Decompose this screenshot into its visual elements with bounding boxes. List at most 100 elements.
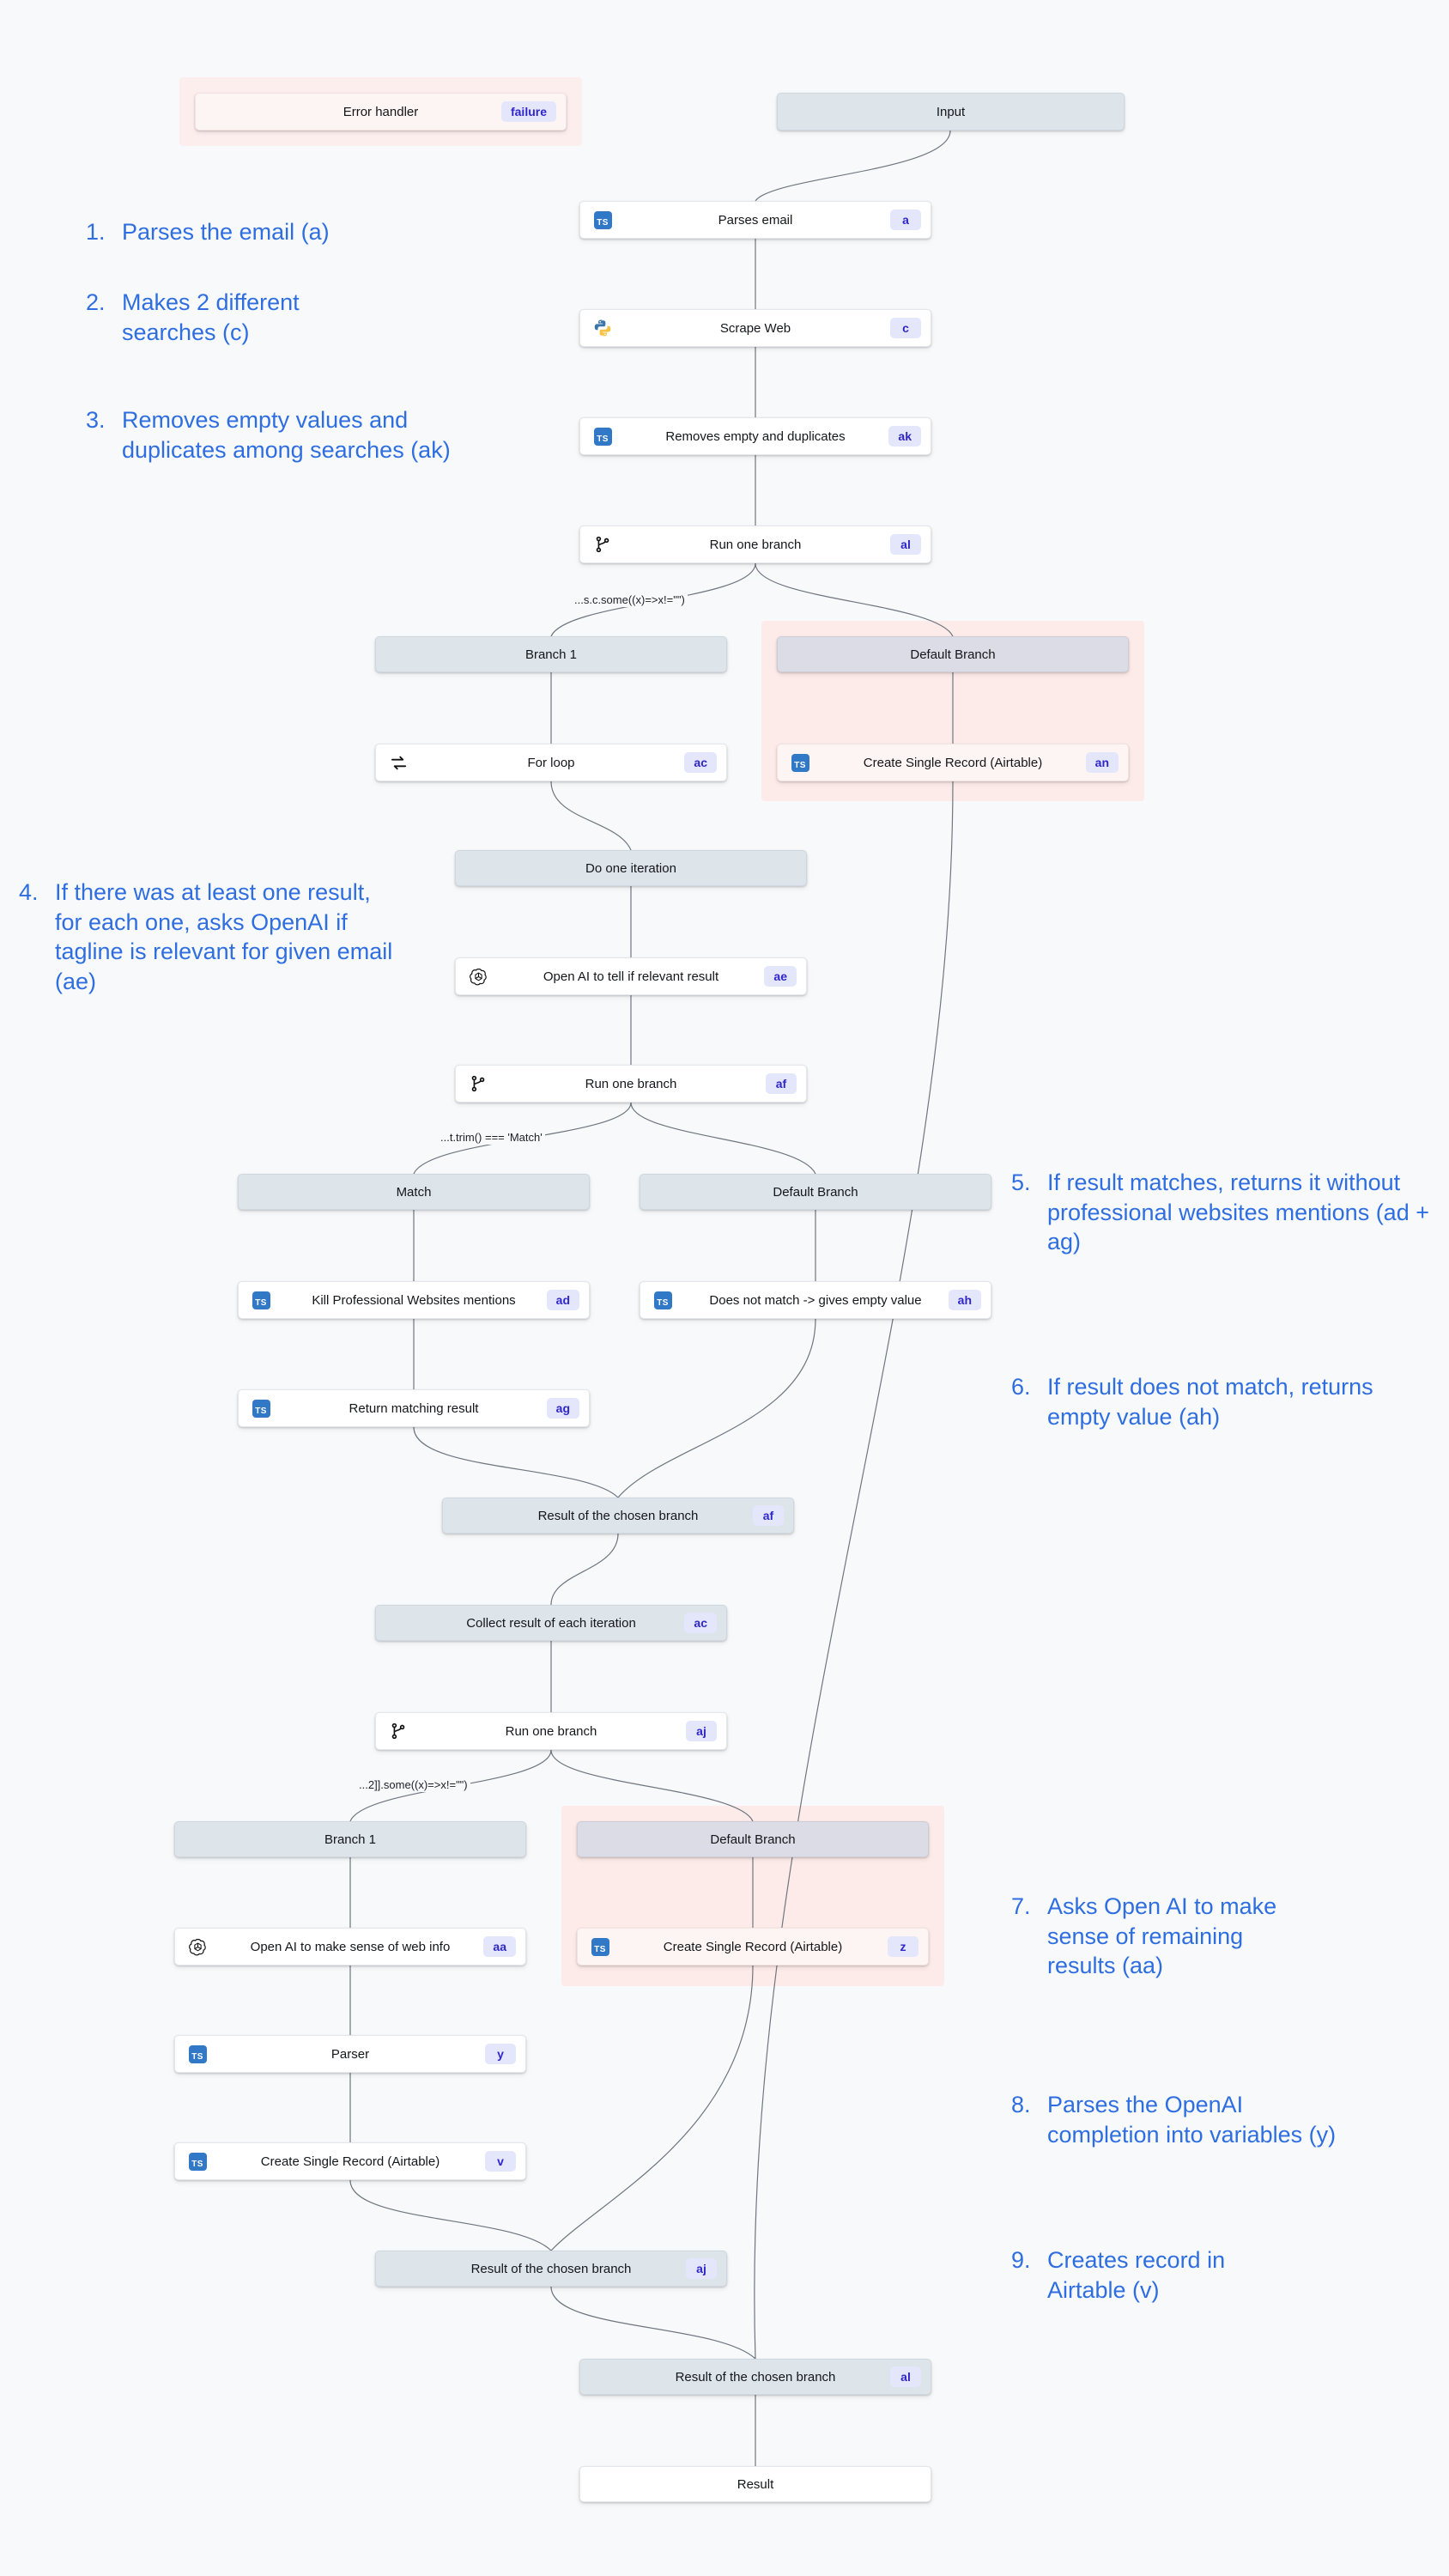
typescript-glyph: TS — [653, 1291, 672, 1309]
anno-7: 7.Asks Open AI to make sense of remainin… — [1011, 1892, 1294, 1981]
node-label: Result of the chosen branch — [470, 2261, 632, 2276]
node-tag-badge: aa — [483, 1936, 516, 1957]
node-do-one-iteration[interactable]: Do one iteration — [455, 850, 807, 886]
node-tag-badge: ad — [546, 1290, 579, 1310]
node-result[interactable]: Result — [579, 2466, 931, 2502]
node-z[interactable]: TS Create Single Record (Airtable) z — [577, 1928, 929, 1965]
node-label: Result of the chosen branch — [675, 2369, 836, 2385]
node-label: Match — [396, 1184, 432, 1200]
annotation-row: 5. If result matches, returns it without … — [1011, 1168, 1432, 1257]
node-tag-badge: ac — [684, 1613, 717, 1633]
node-label: Create Single Record (Airtable) — [260, 2154, 440, 2169]
annotation-row: 6.If result does not match, returns empt… — [1011, 1372, 1432, 1431]
node-aa[interactable]: Open AI to make sense of web info aa — [174, 1928, 526, 1965]
node-label: Open AI to make sense of web info — [250, 1939, 451, 1954]
edge-input-to-a — [755, 130, 951, 202]
edge-condition-label: ...t.trim() === 'Match' — [438, 1130, 545, 1145]
openai-glyph — [469, 968, 487, 985]
openai-icon — [187, 1936, 208, 1957]
node-ac-collect[interactable]: Collect result of each iteration ac — [375, 1605, 727, 1641]
annotation-number: 8. — [1011, 2092, 1031, 2117]
typescript-glyph: TS — [188, 2044, 207, 2063]
anno-4: 4.If there was at least one result, for … — [19, 878, 397, 996]
node-label: Kill Professional Websites mentions — [312, 1292, 516, 1308]
anno-5: 5. If result matches, returns it without … — [1011, 1168, 1432, 1257]
typescript-icon: TS — [251, 1398, 271, 1419]
git-branch-icon — [468, 1073, 488, 1094]
node-defaultbranch-top[interactable]: Default Branch — [777, 636, 1129, 672]
node-tag-badge: ae — [764, 966, 797, 987]
node-label: Return matching result — [349, 1400, 479, 1416]
node-label: Default Branch — [910, 647, 996, 662]
anno-8: 8.Parses the OpenAI completion into vari… — [1011, 2090, 1355, 2149]
node-label: Result — [737, 2476, 774, 2492]
node-tag-badge: ah — [948, 1290, 981, 1310]
node-tag-badge: af — [753, 1505, 784, 1526]
annotation-number: 5. — [1011, 1170, 1031, 1195]
annotation-text: Creates record in Airtable (v) — [1047, 2247, 1226, 2303]
git-branch-glyph — [596, 536, 609, 553]
node-match-top[interactable]: Match — [238, 1174, 590, 1210]
typescript-glyph: TS — [252, 1399, 270, 1418]
git-branch-icon — [592, 534, 613, 555]
node-default-bot[interactable]: Default Branch — [577, 1821, 929, 1857]
annotation-text: Parses the email (a) — [122, 219, 330, 245]
node-tag-badge: aj — [686, 2258, 717, 2279]
node-tag-badge: y — [485, 2044, 516, 2064]
node-label: Branch 1 — [524, 647, 578, 662]
node-af-result[interactable]: Result of the chosen branch af — [442, 1498, 794, 1534]
node-label: Default Branch — [710, 1832, 796, 1847]
node-ag[interactable]: TS Return matching result ag — [238, 1389, 590, 1427]
node-branch1-bot[interactable]: Branch 1 — [174, 1821, 526, 1857]
edge-ajresult-to-alresult — [550, 2286, 756, 2360]
typescript-icon: TS — [187, 2151, 208, 2172]
python-icon — [592, 318, 613, 338]
openai-glyph — [188, 1938, 206, 1955]
typescript-glyph: TS — [791, 753, 809, 772]
node-label: Collect result of each iteration — [466, 1615, 636, 1631]
node-tag-badge: z — [888, 1936, 919, 1957]
node-tag-badge: ag — [546, 1398, 579, 1419]
annotation-text: If result matches, returns it without pr… — [1047, 1170, 1429, 1255]
node-tag-badge: c — [890, 318, 921, 338]
typescript-icon: TS — [592, 426, 613, 447]
typescript-glyph: TS — [252, 1291, 270, 1309]
typescript-icon: TS — [590, 1936, 610, 1957]
edge-afresult-to-collect — [550, 1533, 619, 1606]
node-ad[interactable]: TS Kill Professional Websites mentions ad — [238, 1281, 590, 1319]
annotation-row: 7.Asks Open AI to make sense of remainin… — [1011, 1892, 1294, 1981]
node-label: Create Single Record (Airtable) — [863, 755, 1043, 770]
node-tag-badge: ak — [888, 426, 921, 447]
typescript-icon: TS — [251, 1290, 271, 1310]
node-default-top-2[interactable]: Default Branch — [640, 1174, 991, 1210]
node-tag-badge: al — [890, 2366, 921, 2387]
node-al-result[interactable]: Result of the chosen branch al — [579, 2359, 931, 2395]
edge-an-to-alresult — [754, 781, 954, 2360]
annotation-text: Asks Open AI to make sense of remaining … — [1047, 1893, 1277, 1979]
typescript-glyph: TS — [591, 1937, 609, 1956]
edge-forloop-to-iteration — [550, 781, 632, 851]
edge-v-to-ajresult — [349, 2179, 552, 2251]
annotation-number: 4. — [19, 879, 39, 905]
git-branch-glyph — [471, 1075, 485, 1092]
node-label: Create Single Record (Airtable) — [663, 1939, 843, 1954]
node-label: Result of the chosen branch — [537, 1508, 699, 1523]
node-input[interactable]: Input — [777, 93, 1125, 131]
node-aj-result[interactable]: Result of the chosen branch aj — [375, 2251, 727, 2287]
node-branch1-top[interactable]: Branch 1 — [375, 636, 727, 672]
node-label: Run one branch — [709, 537, 802, 552]
git-branch-icon — [388, 1721, 409, 1741]
